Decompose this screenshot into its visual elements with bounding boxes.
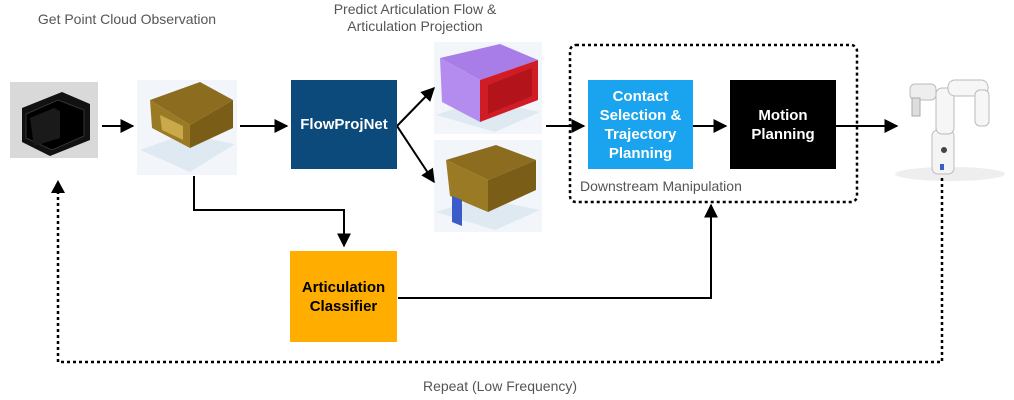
predict-caption: Predict Articulation Flow & Articulation… [300, 1, 530, 35]
contact-label-line4: Planning [608, 144, 673, 162]
articulation-projection-image [434, 140, 542, 232]
articulation-classifier-box: Articulation Classifier [290, 251, 397, 342]
predict-caption-line1: Predict Articulation Flow & [333, 1, 497, 17]
articulation-flow-image [434, 42, 542, 134]
classifier-label-line2: Classifier [309, 297, 378, 315]
downstream-manipulation-frame [568, 43, 859, 204]
contact-label-line1: Contact [612, 87, 669, 105]
downstream-caption: Downstream Manipulation [580, 178, 742, 194]
motion-planning-box: Motion Planning [730, 80, 836, 169]
point-cloud-observation-image [137, 80, 237, 175]
observe-caption: Get Point Cloud Observation [37, 11, 217, 27]
motion-label-line2: Planning [751, 125, 815, 143]
contact-label-line3: Trajectory [604, 125, 677, 143]
repeat-loop-arrowhead [51, 180, 65, 193]
microwave-icon [10, 82, 98, 158]
motion-label-line1: Motion [758, 106, 808, 124]
predict-caption-line2: Articulation Projection [347, 18, 483, 34]
contact-selection-box: Contact Selection & Trajectory Planning [588, 80, 693, 169]
flowprojnet-box: FlowProjNet [291, 80, 397, 169]
repeat-caption: Repeat (Low Frequency) [422, 378, 578, 394]
flowprojnet-label: FlowProjNet [300, 116, 388, 133]
flow-arrows [102, 86, 899, 299]
repeat-loop-arrow [56, 178, 944, 364]
classifier-label-line1: Articulation [301, 278, 386, 296]
robot-arm-icon [895, 79, 1005, 181]
contact-label-line2: Selection & [599, 106, 682, 124]
